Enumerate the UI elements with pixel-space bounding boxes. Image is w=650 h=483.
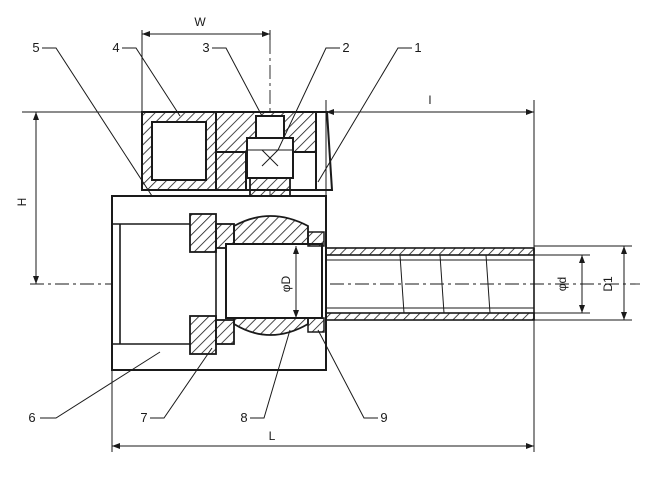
dim-l-total-label: L: [269, 429, 276, 443]
part-label-6: 6: [28, 410, 35, 425]
part-labels: 5 4 3 2 1 6 7 8 9: [28, 40, 421, 425]
handle: [141, 111, 334, 191]
dim-D1-label: D1: [601, 276, 615, 292]
dim-l-tail-label: l: [429, 93, 432, 107]
part-label-2: 2: [342, 40, 349, 55]
dim-phi-D-label: φD: [279, 275, 293, 292]
dim-phi-d-label: φd: [555, 277, 569, 291]
part-label-4: 4: [112, 40, 119, 55]
part-label-3: 3: [202, 40, 209, 55]
dimension-h: H: [15, 111, 142, 284]
dim-h-label: H: [15, 198, 29, 207]
dimension-l-tail: l: [325, 93, 535, 452]
part-label-5: 5: [32, 40, 39, 55]
dimension-phi-D: φD: [279, 246, 299, 318]
dimension-phi-d: φd: [534, 254, 590, 314]
part-label-9: 9: [380, 410, 387, 425]
part-label-8: 8: [240, 410, 247, 425]
part-label-7: 7: [140, 410, 147, 425]
dimension-l-total: L: [111, 370, 534, 452]
dimension-w: W: [141, 15, 271, 112]
dimension-D1: D1: [534, 245, 632, 321]
leader-lines: [40, 47, 412, 419]
part-label-1: 1: [414, 40, 421, 55]
dim-w-label: W: [194, 15, 206, 29]
